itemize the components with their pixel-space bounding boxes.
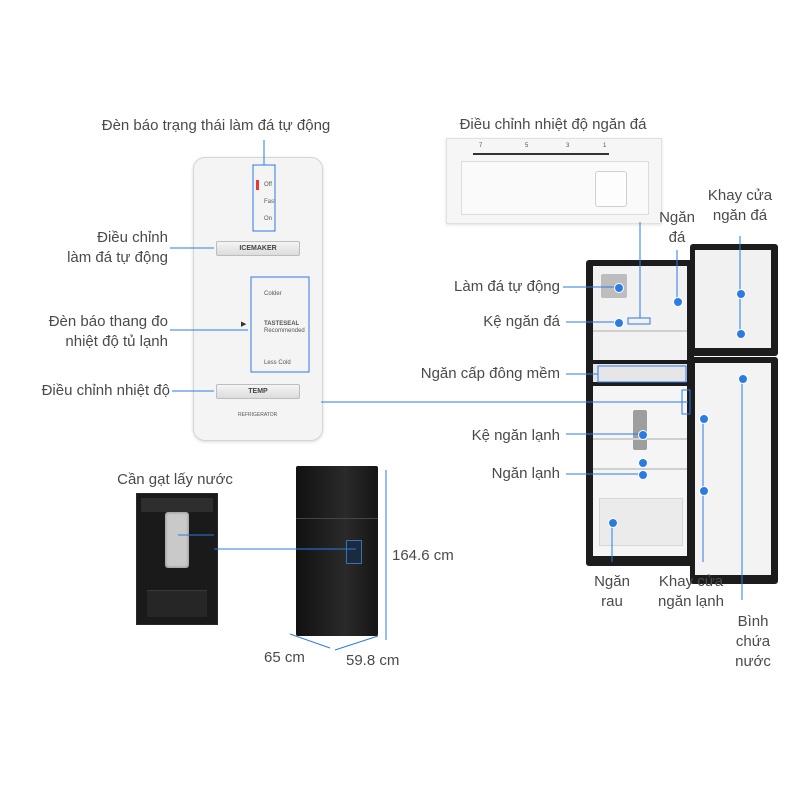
label-fridge-door-tray: Khay cửa ngăn lạnh (658, 573, 724, 610)
freezer-dial-panel: 7 5 3 1 (446, 138, 662, 224)
label-fridge-temp-indicator: Đèn báo thang đo nhiệt độ tủ lạnh (48, 313, 168, 350)
fridge-interior (593, 386, 687, 556)
dot-auto-ice (614, 283, 624, 293)
temp-pointer-icon: ▶ (241, 321, 247, 328)
dot-fridge-compartment-2 (638, 470, 648, 480)
dot-water-tank (738, 374, 748, 384)
label-ice-adjust: Điều chỉnh làm đá tự động (67, 229, 168, 266)
label-vegetable-drawer: Ngăn rau (594, 573, 630, 610)
freezer-interior (593, 266, 687, 360)
fridge-shelf-line-2 (593, 468, 687, 470)
label-freezer-door-tray: Khay cửa ngăn đá (707, 187, 773, 224)
label-auto-ice-maker: Làm đá tự động (454, 278, 560, 295)
status-fast: Fast (264, 199, 276, 205)
label-freezer-shelf: Kệ ngăn đá (483, 313, 560, 330)
dimension-width: 59.8 cm (346, 652, 400, 669)
freezer-door (690, 244, 778, 356)
dot-vegetable-drawer (608, 518, 618, 528)
label-water-lever: Cần gạt lấy nước (117, 471, 233, 488)
dimension-depth: 65 cm (264, 649, 305, 666)
dot-freezer-tray-2 (736, 329, 746, 339)
panel-footer: REFRIGERATOR (238, 412, 278, 418)
temp-scale-tasteseal: TASTESEAL (264, 321, 300, 327)
label-freezer-temp-adjust: Điều chỉnh nhiệt độ ngăn đá (459, 116, 647, 133)
label-fridge-compartment: Ngăn lạnh (491, 465, 560, 482)
label-soft-freeze: Ngăn cấp đông mềm (420, 365, 560, 382)
temp-scale-less-cold: Less Cold (264, 360, 291, 366)
control-panel: Off Fast On ICEMAKER Colder ▶ TASTESEAL … (193, 157, 323, 441)
dial-scale-5: 5 (525, 143, 529, 149)
dot-freezer-shelf (614, 318, 624, 328)
water-dispenser-closeup (136, 493, 218, 625)
label-freezer-compartment: Ngăn đá (659, 209, 695, 246)
temp-button[interactable]: TEMP (216, 384, 300, 399)
dial-knob[interactable] (595, 171, 627, 207)
status-off: Off (264, 182, 272, 188)
temp-scale-colder: Colder (264, 291, 282, 297)
status-on: On (264, 216, 273, 222)
water-lever-icon[interactable] (165, 512, 189, 568)
freezer-shelf-line (593, 330, 687, 332)
label-fridge-shelf: Kệ ngăn lạnh (471, 427, 560, 444)
icemaker-button[interactable]: ICEMAKER (216, 241, 300, 256)
label-ice-status-light: Đèn báo trạng thái làm đá tự động (101, 117, 331, 134)
dot-freezer-compartment (673, 297, 683, 307)
fridge-exterior (296, 466, 378, 636)
fridge-door (690, 357, 778, 584)
dot-fridge-door-tray-2 (699, 486, 709, 496)
dot-fridge-door-tray-1 (699, 414, 709, 424)
temp-scale-recommended: Recommended (264, 328, 305, 334)
dial-scale-7: 7 (479, 143, 483, 149)
freezer-drawer (593, 364, 687, 382)
label-water-tank: Bình chứa nước (735, 613, 771, 670)
dial-scale-1: 1 (603, 143, 607, 149)
dot-fridge-compartment-1 (638, 458, 648, 468)
dial-scale-bar (473, 153, 609, 155)
dial-scale-3: 3 (566, 143, 570, 149)
label-temp-adjust: Điều chỉnh nhiệt độ (41, 382, 170, 399)
dot-freezer-tray-1 (736, 289, 746, 299)
dimension-height: 164.6 cm (392, 547, 454, 564)
status-indicator-red (256, 180, 259, 190)
dot-fridge-shelf (638, 430, 648, 440)
exterior-dispenser-icon (346, 540, 362, 564)
